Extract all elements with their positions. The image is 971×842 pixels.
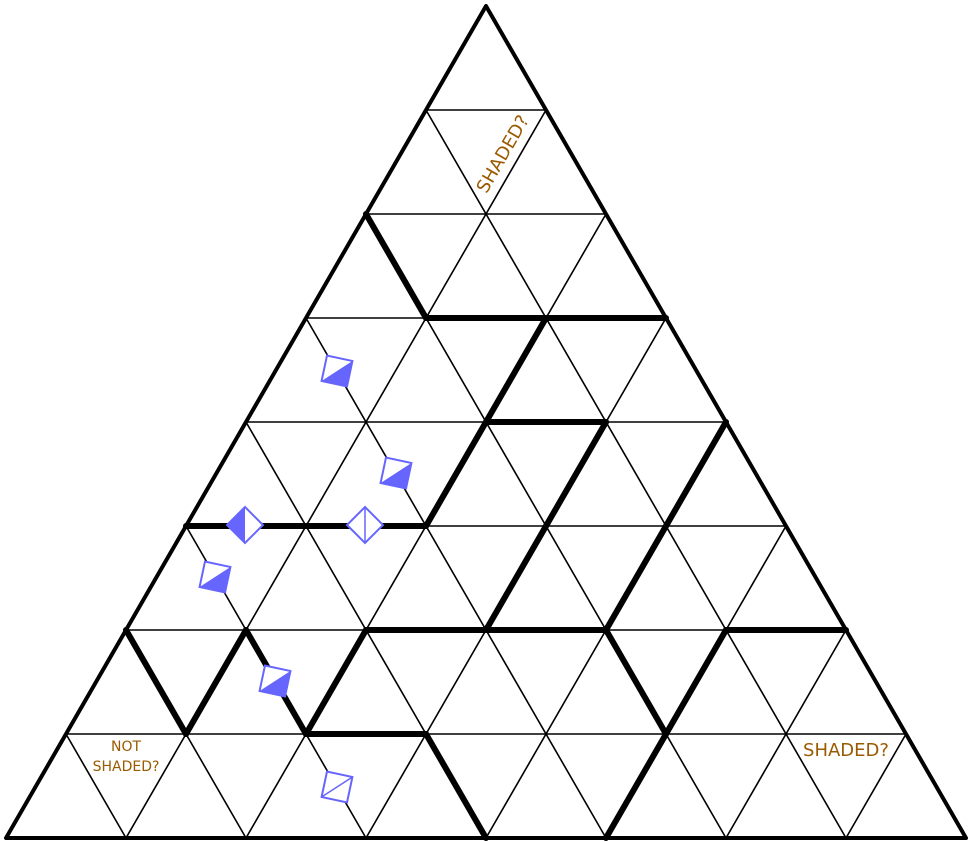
region-border-segment	[543, 419, 609, 529]
half-shaded-marker-icon	[198, 560, 232, 594]
half-shaded-marker-icon	[258, 664, 292, 698]
region-border-segment	[603, 731, 669, 841]
grid-diagonal-line	[65, 733, 127, 839]
region-border-segment	[303, 627, 369, 737]
half-shaded-marker-icon	[320, 354, 354, 388]
grid-diagonal-line	[425, 109, 847, 839]
region-border-segment	[603, 627, 669, 737]
region-border-segment	[183, 627, 249, 737]
region-border-segment	[603, 523, 669, 633]
outer-triangle-border	[4, 4, 968, 840]
region-border-segment	[423, 731, 489, 841]
edge-markers	[198, 354, 413, 804]
empty-marker-icon	[345, 505, 385, 545]
region-border-segment	[363, 211, 429, 321]
half-shaded-marker-icon	[379, 456, 413, 490]
grid-diagonal-line	[845, 733, 907, 839]
region-border-segment	[663, 627, 729, 737]
region-border-segment	[483, 523, 549, 633]
grid-diagonal-line	[305, 317, 607, 839]
empty-marker-icon	[320, 770, 354, 804]
half-shaded-marker-icon	[225, 505, 265, 545]
outer-triangle	[4, 4, 968, 840]
note-left-shaded: SHADED?	[93, 759, 160, 775]
region-border-segment	[483, 315, 549, 425]
grid-diagonal-line	[725, 629, 847, 839]
note-right-shaded: SHADED?	[803, 740, 889, 761]
region-border-segment	[123, 627, 189, 737]
region-border-segment	[663, 419, 729, 529]
region-border-segment	[423, 419, 489, 529]
note-left-not: NOT	[111, 739, 141, 755]
